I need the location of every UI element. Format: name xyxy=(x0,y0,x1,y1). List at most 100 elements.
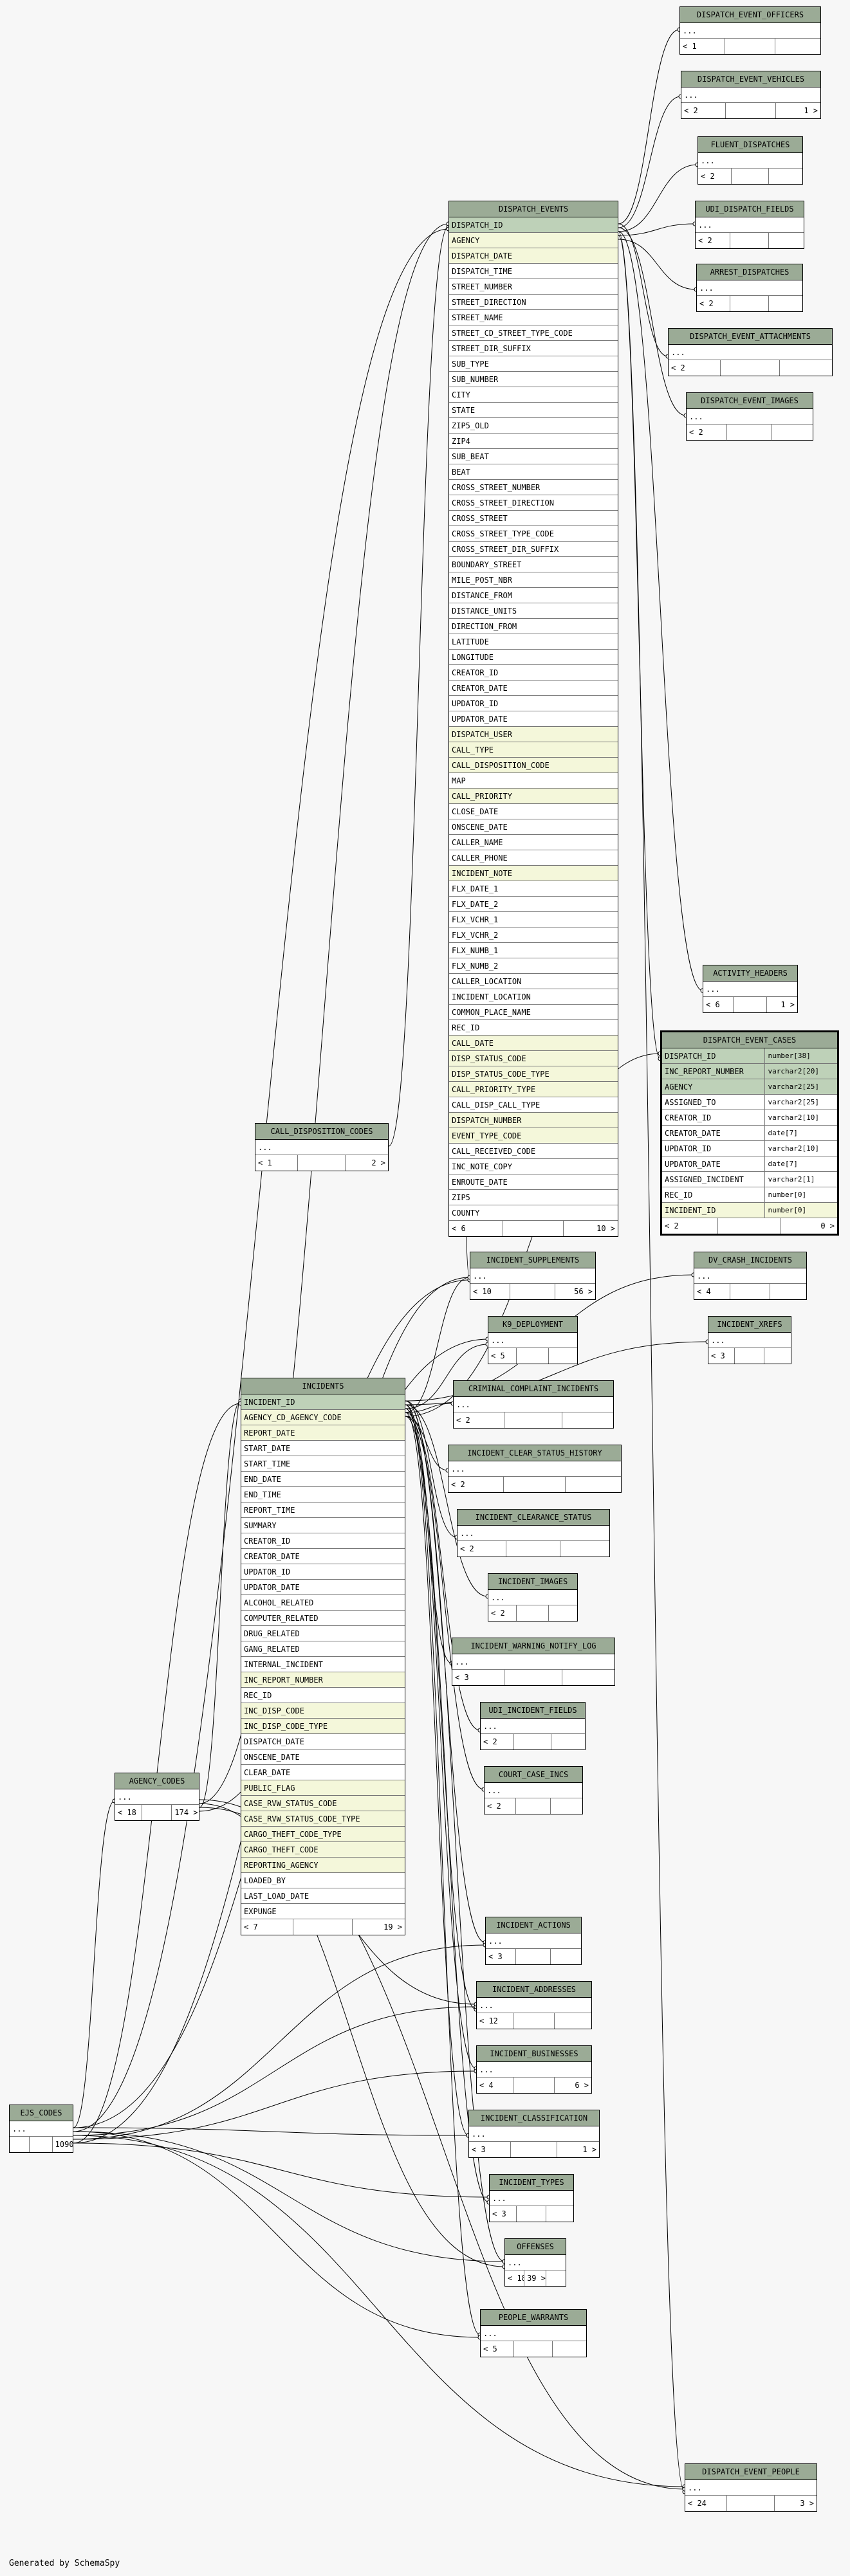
table-name[interactable]: EJS_CODES xyxy=(10,2105,73,2121)
table-name[interactable]: FLUENT_DISPATCHES xyxy=(698,137,802,153)
column-name: CARGO_THEFT_CODE_TYPE xyxy=(241,1827,405,1842)
table-name[interactable]: OFFENSES xyxy=(505,2239,566,2255)
table-name[interactable]: INCIDENT_TYPES xyxy=(490,2175,573,2191)
column-name: INC_DISP_CODE_TYPE xyxy=(241,1719,405,1734)
table-incident-clear-status-history[interactable]: INCIDENT_CLEAR_STATUS_HISTORY...< 2 xyxy=(448,1445,622,1493)
table-dispatch-event-attachments[interactable]: DISPATCH_EVENT_ATTACHMENTS...< 2 xyxy=(668,328,833,376)
table-name[interactable]: INCIDENT_SUPPLEMENTS xyxy=(470,1252,595,1268)
table-name[interactable]: DISPATCH_EVENT_ATTACHMENTS xyxy=(669,329,832,345)
column-name: REC_ID xyxy=(241,1688,405,1703)
relationship-edge xyxy=(618,227,687,416)
table-name[interactable]: ARREST_DISPATCHES xyxy=(697,264,802,280)
relationship-counts: < 12 xyxy=(477,2013,591,2029)
table-name[interactable]: DISPATCH_EVENT_VEHICLES xyxy=(681,71,820,87)
column-name: REPORTING_AGENCY xyxy=(241,1858,405,1873)
children-count xyxy=(769,233,804,248)
table-udi-incident-fields[interactable]: UDI_INCIDENT_FIELDS...< 2 xyxy=(480,1702,586,1750)
column-name: EVENT_TYPE_CODE xyxy=(449,1128,618,1144)
table-name[interactable]: DISPATCH_EVENT_IMAGES xyxy=(687,393,813,409)
table-fluent-dispatches[interactable]: FLUENT_DISPATCHES...< 2 xyxy=(698,136,803,185)
table-udi-dispatch-fields[interactable]: UDI_DISPATCH_FIELDS...< 2 xyxy=(695,201,804,249)
table-name[interactable]: CALL_DISPOSITION_CODES xyxy=(255,1124,388,1140)
table-k9-deployment[interactable]: K9_DEPLOYMENT...< 5 xyxy=(488,1316,578,1364)
column-name: LOADED_BY xyxy=(241,1873,405,1888)
table-name[interactable]: DISPATCH_EVENT_OFFICERS xyxy=(680,7,820,23)
table-incident-actions[interactable]: INCIDENT_ACTIONS...< 3 xyxy=(485,1917,582,1965)
table-name[interactable]: ACTIVITY_HEADERS xyxy=(703,965,797,982)
column-name: INC_NOTE_COPY xyxy=(449,1159,618,1174)
table-people-warrants[interactable]: PEOPLE_WARRANTS...< 5 xyxy=(480,2309,587,2357)
table-name[interactable]: INCIDENT_IMAGES xyxy=(488,1574,577,1590)
relationship-counts: < 2 xyxy=(488,1605,577,1621)
table-name[interactable]: PEOPLE_WARRANTS xyxy=(481,2310,586,2326)
table-name[interactable]: INCIDENT_CLEARANCE_STATUS xyxy=(457,1510,609,1526)
table-incident-warning-notify-log[interactable]: INCIDENT_WARNING_NOTIFY_LOG...< 3 xyxy=(452,1638,615,1686)
table-incident-addresses[interactable]: INCIDENT_ADDRESSES...< 12 xyxy=(476,1981,592,2029)
table-name[interactable]: CRIMINAL_COMPLAINT_INCIDENTS xyxy=(454,1381,613,1397)
table-name[interactable]: INCIDENT_BUSINESSES xyxy=(477,2046,591,2062)
table-arrest-dispatches[interactable]: ARREST_DISPATCHES...< 2 xyxy=(696,264,803,312)
table-name[interactable]: INCIDENT_CLASSIFICATION xyxy=(469,2110,599,2126)
table-name[interactable]: UDI_DISPATCH_FIELDS xyxy=(696,201,804,217)
table-court-case-incs[interactable]: COURT_CASE_INCS...< 2 xyxy=(484,1766,583,1814)
table-name[interactable]: COURT_CASE_INCS xyxy=(485,1767,582,1783)
table-name[interactable]: INCIDENT_ADDRESSES xyxy=(477,1982,591,1998)
row-count xyxy=(730,1284,771,1299)
column-name: CASE_RVW_STATUS_CODE xyxy=(241,1796,405,1811)
column-name: COMPUTER_RELATED xyxy=(241,1611,405,1626)
table-criminal-complaint-incidents[interactable]: CRIMINAL_COMPLAINT_INCIDENTS...< 2 xyxy=(453,1380,614,1429)
column-name: CALLER_NAME xyxy=(449,835,618,850)
table-ejs-codes[interactable]: EJS_CODES...1090 > xyxy=(9,2105,73,2153)
elided-columns: ... xyxy=(452,1654,614,1670)
table-incident-clearance-status[interactable]: INCIDENT_CLEARANCE_STATUS...< 2 xyxy=(457,1509,610,1557)
table-incident-xrefs[interactable]: INCIDENT_XREFS...< 3 xyxy=(708,1316,791,1364)
table-name[interactable]: INCIDENT_CLEAR_STATUS_HISTORY xyxy=(448,1445,621,1461)
table-incident-images[interactable]: INCIDENT_IMAGES...< 2 xyxy=(488,1573,578,1621)
column-name: REPORT_TIME xyxy=(241,1503,405,1518)
table-name[interactable]: INCIDENTS xyxy=(241,1378,405,1394)
column-name: ZIP5_OLD xyxy=(449,418,618,434)
table-incident-types[interactable]: INCIDENT_TYPES...< 3 xyxy=(489,2174,574,2222)
table-name[interactable]: INCIDENT_ACTIONS xyxy=(486,1917,581,1933)
table-name[interactable]: DISPATCH_EVENT_CASES xyxy=(662,1032,837,1048)
relationship-edge xyxy=(618,231,685,2492)
row-count xyxy=(514,1734,552,1749)
column-type: varchar2[25] xyxy=(768,1082,819,1091)
table-name[interactable]: DV_CRASH_INCIDENTS xyxy=(694,1252,806,1268)
table-name[interactable]: INCIDENT_XREFS xyxy=(708,1317,791,1333)
row-count xyxy=(30,2137,53,2152)
table-name[interactable]: UDI_INCIDENT_FIELDS xyxy=(481,1703,585,1719)
column-name: STREET_DIR_SUFFIX xyxy=(449,341,618,356)
table-dv-crash-incidents[interactable]: DV_CRASH_INCIDENTS...< 4 xyxy=(694,1252,807,1300)
column-name: CALL_PRIORITY xyxy=(449,789,618,804)
table-name[interactable]: DISPATCH_EVENT_PEOPLE xyxy=(685,2464,817,2480)
table-name[interactable]: AGENCY_CODES xyxy=(115,1773,199,1789)
table-name[interactable]: DISPATCH_EVENTS xyxy=(449,201,618,217)
parents-count: < 1 xyxy=(255,1155,298,1171)
table-dispatch-event-images[interactable]: DISPATCH_EVENT_IMAGES...< 2 xyxy=(686,392,813,441)
children-count xyxy=(551,1734,585,1749)
relationship-edge xyxy=(405,1408,452,1664)
column-name: AGENCY xyxy=(449,233,618,248)
table-name[interactable]: INCIDENT_WARNING_NOTIFY_LOG xyxy=(452,1638,614,1654)
column-name: CALL_DISP_CALL_TYPE xyxy=(449,1097,618,1113)
row-count xyxy=(517,1605,549,1621)
column-type: number[38] xyxy=(768,1052,811,1060)
table-name[interactable]: K9_DEPLOYMENT xyxy=(488,1317,577,1333)
table-dispatch-event-officers[interactable]: DISPATCH_EVENT_OFFICERS...< 1 xyxy=(679,6,821,55)
column-name: FLX_DATE_2 xyxy=(449,897,618,912)
column-type: date[7] xyxy=(768,1160,798,1168)
